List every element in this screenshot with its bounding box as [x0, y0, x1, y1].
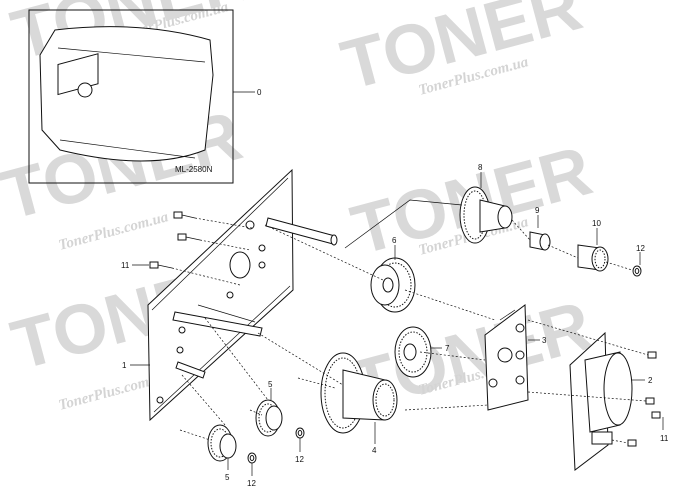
- motor-bracket: 3: [484, 304, 547, 411]
- callout-5: 5: [225, 473, 230, 482]
- gear-5-upper: 5: [255, 380, 283, 437]
- plate-outline: [147, 168, 294, 422]
- callout-1: 1: [122, 361, 127, 370]
- watermark-brand: TONER: [334, 0, 590, 104]
- screw: [177, 233, 201, 241]
- callout-6: 6: [392, 236, 397, 245]
- shaft: [175, 361, 206, 379]
- model-label: ML-2580N: [175, 165, 213, 174]
- plate-hole: [229, 251, 251, 279]
- screw: [647, 351, 657, 359]
- callout-10: 10: [592, 219, 601, 228]
- screw: [627, 439, 637, 447]
- gear-7: 7: [394, 326, 450, 378]
- gear-8: 8: [344, 163, 513, 249]
- callout-12: 12: [295, 455, 304, 464]
- inset-frame: [28, 9, 234, 184]
- gear-10: 10: [577, 219, 609, 272]
- screws-right: 11: [527, 319, 669, 447]
- callout-11: 11: [121, 261, 130, 270]
- shaft: [172, 311, 263, 337]
- callout-12: 12: [247, 479, 256, 488]
- callout-12: 12: [636, 244, 645, 253]
- gear-thumbnail: [77, 82, 93, 98]
- washers-lower: 12 12: [247, 427, 305, 488]
- callout-5: 5: [268, 380, 273, 389]
- gear-5-lower: 5: [207, 424, 237, 482]
- screw: [645, 397, 655, 405]
- callout-2: 2: [648, 376, 653, 385]
- callout-7: 7: [445, 344, 450, 353]
- screw: [149, 261, 173, 269]
- screw: [173, 211, 196, 219]
- gear-6: 6: [370, 236, 416, 313]
- callout-9: 9: [535, 206, 540, 215]
- callout-8: 8: [478, 163, 483, 172]
- screws-left: 11: [121, 211, 253, 286]
- motor: 2: [569, 331, 653, 471]
- callout-0: 0: [257, 88, 262, 97]
- gear-4: 4: [320, 352, 398, 455]
- callout-11: 11: [660, 434, 669, 443]
- printer-overview-inset: 0 ML-2580N: [28, 9, 262, 184]
- washer-top: 12: [632, 244, 645, 277]
- shafts: [172, 217, 338, 379]
- coupler-9: 9: [529, 206, 551, 251]
- callout-3: 3: [542, 336, 547, 345]
- screw: [651, 411, 661, 419]
- callout-4: 4: [372, 446, 377, 455]
